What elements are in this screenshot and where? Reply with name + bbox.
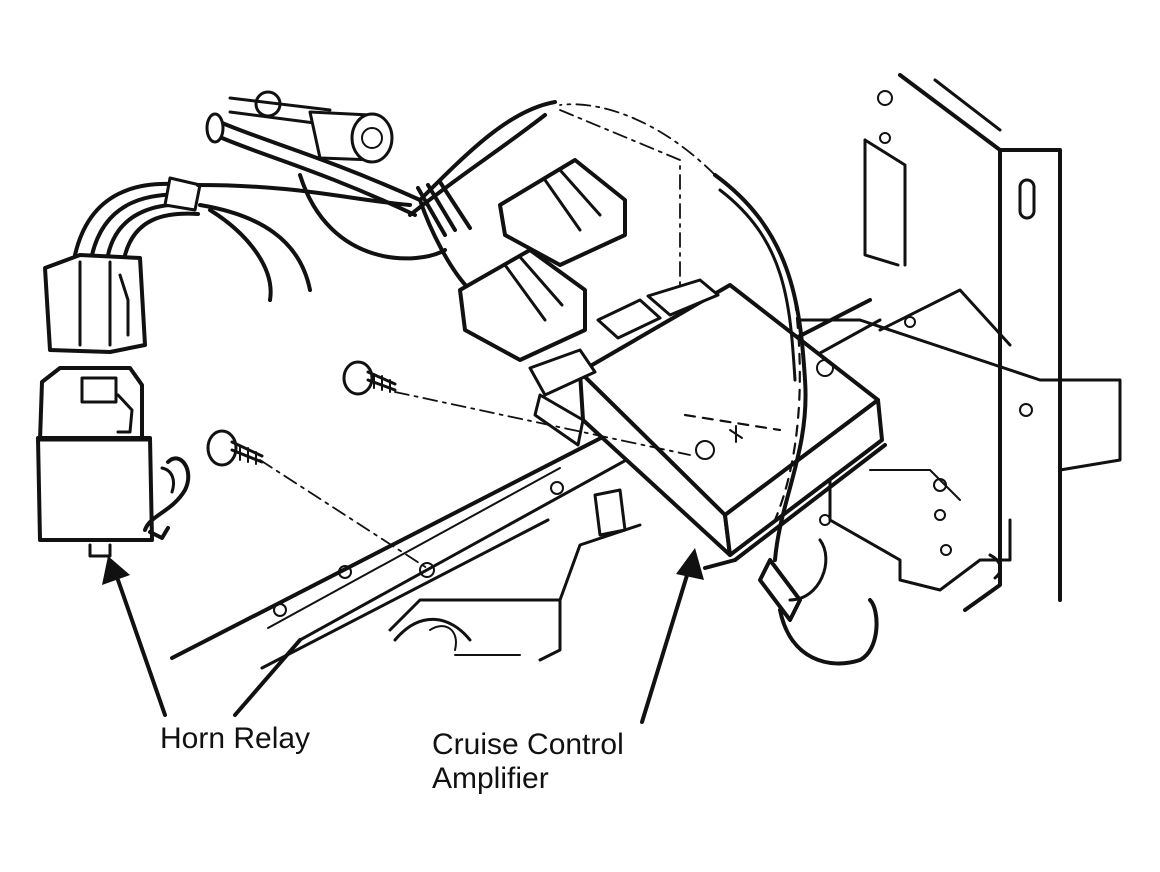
- screw-upper: [342, 360, 397, 396]
- screw-lower: [206, 429, 264, 467]
- alignment-lines: [259, 103, 716, 571]
- horn-relay-label: Horn Relay: [160, 722, 311, 755]
- horn-relay-leader: [116, 578, 167, 717]
- horn-relay-arrowhead: [102, 556, 130, 585]
- wire-harness: [43, 90, 627, 362]
- horn-relay: [36, 366, 191, 558]
- cruise-amp-arrowhead: [676, 548, 704, 580]
- screws: [206, 360, 397, 467]
- cruise-amp-label-line2: Amplifier: [432, 762, 549, 795]
- cruise-amp-label-line1: Cruise Control: [432, 728, 624, 761]
- right-bracket: [798, 73, 1122, 612]
- cruise-amp-leader: [640, 570, 690, 724]
- lower-mechanism: [388, 488, 642, 662]
- leader-arrows: [102, 548, 704, 724]
- vacuum-wire: [713, 173, 879, 666]
- cruise-control-amplifier-label: Cruise Control Amplifier: [432, 728, 624, 796]
